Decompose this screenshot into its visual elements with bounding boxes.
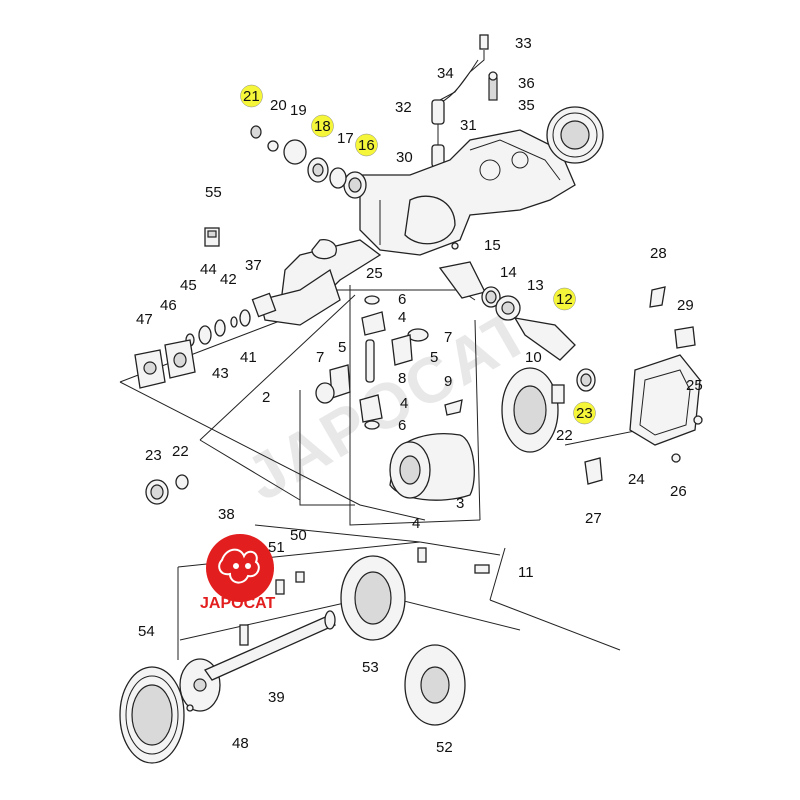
- callout-6-top: 6: [398, 291, 406, 308]
- callout-12: 12: [556, 291, 573, 308]
- callout-44: 44: [200, 261, 217, 278]
- callout-53: 53: [362, 659, 379, 676]
- highlight-markers: 21 18 16 12 23: [240, 84, 596, 425]
- callout-25-right: 25: [686, 377, 703, 394]
- callout-25-top: 25: [366, 265, 383, 282]
- callout-41: 41: [240, 349, 257, 366]
- callout-43: 43: [212, 365, 229, 382]
- callout-10: 10: [525, 349, 542, 366]
- callout-9: 9: [444, 373, 452, 390]
- callout-54: 54: [138, 623, 155, 640]
- highlight-circle-23: [573, 401, 596, 425]
- callout-38: 38: [218, 506, 235, 523]
- duplicate-callouts: 6 5 7 4 25 22 23 4: [145, 309, 703, 532]
- highlight-circle-16: [355, 133, 378, 157]
- callout-29: 29: [677, 297, 694, 314]
- japocat-logo: JAPOCAT: [200, 534, 275, 612]
- callout-5-right: 5: [430, 349, 438, 366]
- callout-50: 50: [290, 527, 307, 544]
- callout-4: 4: [400, 395, 408, 412]
- callout-labels: 33 34 36 32 35 20 19 17 31 30 55 15 14 1…: [136, 35, 694, 756]
- callout-22-left: 22: [172, 443, 189, 460]
- highlight-circle-21: [240, 84, 263, 108]
- callout-24: 24: [628, 471, 645, 488]
- callout-30: 30: [396, 149, 413, 166]
- callout-2: 2: [262, 389, 270, 406]
- callout-27: 27: [585, 510, 602, 527]
- callout-36: 36: [518, 75, 535, 92]
- watermark-text: JAPOCAT: [234, 295, 543, 515]
- callout-13: 13: [527, 277, 544, 294]
- axle-tube-components: [134, 268, 341, 389]
- left-seal: [145, 474, 189, 505]
- callout-35: 35: [518, 97, 535, 114]
- callout-16: 16: [358, 137, 375, 154]
- callout-47: 47: [136, 311, 153, 328]
- axle-housing: [279, 106, 604, 321]
- callout-4-top: 4: [398, 309, 406, 326]
- callout-6-bottom: 6: [398, 417, 406, 434]
- callout-52: 52: [436, 739, 453, 756]
- callout-32: 32: [395, 99, 412, 116]
- pinion-assembly: [438, 242, 596, 453]
- callout-7-left: 7: [316, 349, 324, 366]
- logo-badge: [206, 534, 274, 602]
- callout-21: 21: [243, 88, 260, 105]
- callout-26: 26: [670, 483, 687, 500]
- bracket-55: [204, 227, 220, 247]
- callout-28: 28: [650, 245, 667, 262]
- callout-5-left: 5: [338, 339, 346, 356]
- callout-3: 3: [456, 495, 464, 512]
- callout-31: 31: [460, 117, 477, 134]
- brake-and-axle: [119, 547, 490, 764]
- callout-33: 33: [515, 35, 532, 52]
- callout-19: 19: [290, 102, 307, 119]
- logo-text: JAPOCAT: [200, 595, 275, 612]
- callout-4-bottom: 4: [412, 515, 420, 532]
- callout-23-left: 23: [145, 447, 162, 464]
- highlight-circle-12: [553, 287, 576, 311]
- callout-14: 14: [500, 264, 517, 281]
- callout-7-right: 7: [444, 329, 452, 346]
- callout-55: 55: [205, 184, 222, 201]
- diff-cover: [584, 286, 703, 485]
- callout-17: 17: [337, 130, 354, 147]
- differential-internals: [315, 295, 475, 501]
- callout-34: 34: [437, 65, 454, 82]
- callout-42: 42: [220, 271, 237, 288]
- callout-45: 45: [180, 277, 197, 294]
- callout-11: 11: [518, 564, 534, 581]
- callout-37: 37: [245, 257, 262, 274]
- callout-48: 48: [232, 735, 249, 752]
- callout-8: 8: [398, 370, 406, 387]
- callout-46: 46: [160, 297, 177, 314]
- callout-20: 20: [270, 97, 287, 114]
- callout-18: 18: [314, 118, 331, 135]
- callout-23-right: 23: [576, 405, 593, 422]
- callout-15: 15: [484, 237, 501, 254]
- callout-51: 51: [268, 539, 285, 556]
- breather-assembly: [431, 34, 498, 168]
- pinion-bearing-stack: [250, 125, 367, 199]
- callout-22-right: 22: [556, 427, 573, 444]
- highlight-circle-18: [311, 114, 334, 138]
- callout-39: 39: [268, 689, 285, 706]
